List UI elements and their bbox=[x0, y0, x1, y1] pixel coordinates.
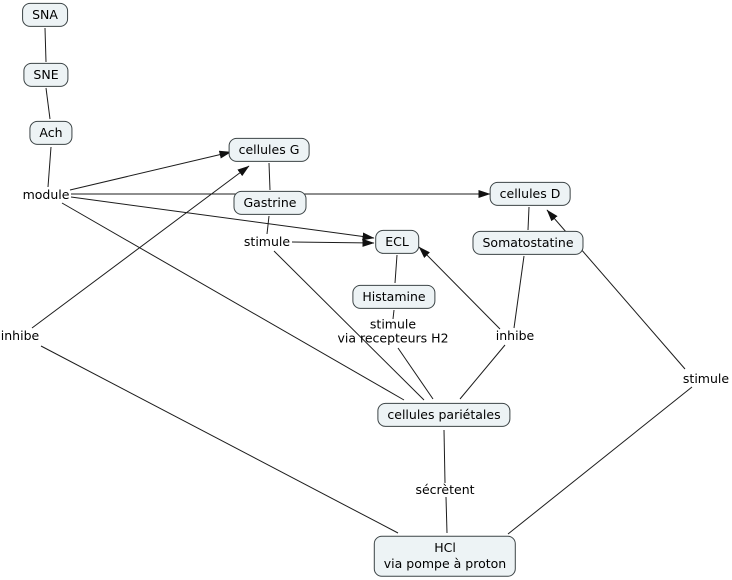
node-cellules-g-label: cellules G bbox=[238, 141, 300, 157]
edge-cellules-parietales-secretent bbox=[443, 429, 446, 484]
node-cellules-parietales[interactable]: cellules pariétales bbox=[377, 402, 511, 428]
edge-cellules-g-gastrine bbox=[268, 162, 271, 191]
edge-hcl-inhibe-gauche bbox=[40, 345, 399, 534]
node-histamine-label: Histamine bbox=[362, 288, 426, 304]
edge-module-cellules-parietales bbox=[61, 202, 405, 401]
link-label-secretent-text: sécrètent bbox=[415, 481, 475, 497]
link-label-module-text: module bbox=[22, 186, 70, 202]
node-ach-label: Ach bbox=[39, 124, 63, 140]
link-label-stimule-histamine-line2: via recepteurs H2 bbox=[337, 331, 449, 346]
edge-sne-ach bbox=[45, 87, 51, 120]
link-label-stimule-gastrine-text: stimule bbox=[243, 233, 291, 249]
link-label-stimule-hcl[interactable]: stimule bbox=[682, 370, 730, 386]
node-cellules-g[interactable]: cellules G bbox=[228, 137, 310, 163]
node-gastrine[interactable]: Gastrine bbox=[233, 190, 307, 216]
node-sna-label: SNA bbox=[32, 6, 58, 22]
node-gastrine-label: Gastrine bbox=[243, 194, 297, 210]
link-label-stimule-histamine-line1: stimule bbox=[369, 316, 417, 332]
edge-sna-sne bbox=[44, 27, 47, 63]
edge-lines bbox=[31, 27, 693, 535]
node-sne-label: SNE bbox=[33, 66, 59, 82]
node-cellules-d-label: cellules D bbox=[499, 185, 561, 201]
node-cellules-parietales-label: cellules pariétales bbox=[387, 406, 501, 422]
node-somatostatine[interactable]: Somatostatine bbox=[472, 230, 584, 256]
link-label-inhibe-somatostatine-text: inhibe bbox=[495, 327, 535, 343]
link-label-secretent[interactable]: sécrètent bbox=[415, 481, 475, 497]
edge-inhibe-somatostatine-cellules-parietales bbox=[459, 344, 506, 400]
edge-stimule-gastrine-cellules-parietales bbox=[273, 250, 425, 401]
node-hcl-label-line1: HCl bbox=[434, 539, 456, 555]
link-label-inhibe-gauche-text: inhibe bbox=[0, 327, 40, 343]
node-ecl[interactable]: ECL bbox=[375, 229, 419, 255]
link-label-stimule-histamine[interactable]: stimule via recepteurs H2 bbox=[337, 316, 449, 347]
node-sna[interactable]: SNA bbox=[22, 2, 68, 28]
edge-ecl-histamine bbox=[394, 254, 398, 284]
edge-inhibe-somatostatine-ecl bbox=[418, 246, 501, 330]
link-label-inhibe-gauche[interactable]: inhibe bbox=[0, 327, 40, 343]
edge-histamine-stimule-histamine bbox=[392, 309, 395, 320]
edge-ach-module bbox=[47, 146, 52, 188]
edge-gastrine-stimule-gastrine bbox=[266, 215, 270, 235]
edge-cellules-d-somatostatine bbox=[527, 206, 530, 231]
edge-somatostatine-inhibe-somatostatine bbox=[513, 255, 525, 329]
node-cellules-d[interactable]: cellules D bbox=[489, 181, 571, 207]
node-hcl[interactable]: HCl via pompe à proton bbox=[373, 535, 517, 577]
link-label-inhibe-somatostatine[interactable]: inhibe bbox=[495, 327, 535, 343]
node-histamine[interactable]: Histamine bbox=[352, 284, 436, 310]
link-label-stimule-gastrine[interactable]: stimule bbox=[243, 233, 291, 249]
node-hcl-label-line2: via pompe à proton bbox=[383, 556, 507, 571]
node-somatostatine-label: Somatostatine bbox=[482, 234, 574, 250]
node-sne[interactable]: SNE bbox=[23, 62, 69, 88]
edge-stimule-histamine-cellules-parietales bbox=[397, 347, 434, 400]
node-ecl-label: ECL bbox=[385, 233, 409, 249]
edge-stimule-gastrine-ecl bbox=[291, 238, 375, 247]
link-label-module[interactable]: module bbox=[22, 186, 70, 202]
link-label-stimule-hcl-text: stimule bbox=[682, 370, 730, 386]
edge-hcl-stimule-hcl bbox=[507, 386, 693, 535]
edge-inhibe-gauche-cellules-g bbox=[31, 165, 250, 329]
edge-module-ecl bbox=[70, 196, 375, 241]
edge-secretent-hcl bbox=[445, 496, 448, 534]
edge-module-cellules-g bbox=[69, 150, 232, 191]
node-ach[interactable]: Ach bbox=[29, 120, 73, 146]
